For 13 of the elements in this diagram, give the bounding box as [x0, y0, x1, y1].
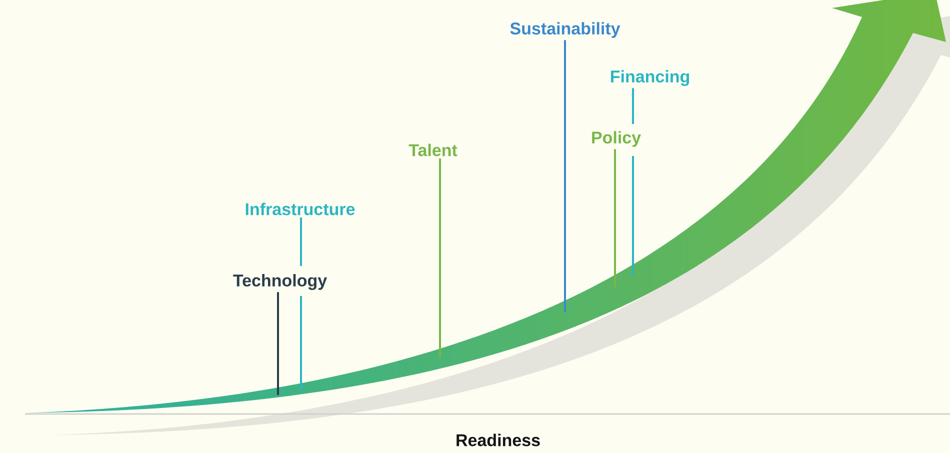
node-label: Sustainability	[510, 22, 620, 38]
node-label: Infrastructure	[246, 202, 355, 216]
leader-line	[564, 40, 566, 312]
node-label: Policy	[592, 131, 641, 147]
axis-label: Readiness	[456, 434, 540, 446]
node-label: Technology	[233, 274, 327, 290]
node-label: Financing	[611, 70, 690, 86]
leader-line	[277, 292, 279, 395]
leader-line	[439, 158, 441, 358]
node-label: Talent	[408, 144, 458, 156]
leader-line	[300, 216, 302, 391]
leader-line	[632, 87, 634, 277]
leader-line	[614, 149, 616, 287]
